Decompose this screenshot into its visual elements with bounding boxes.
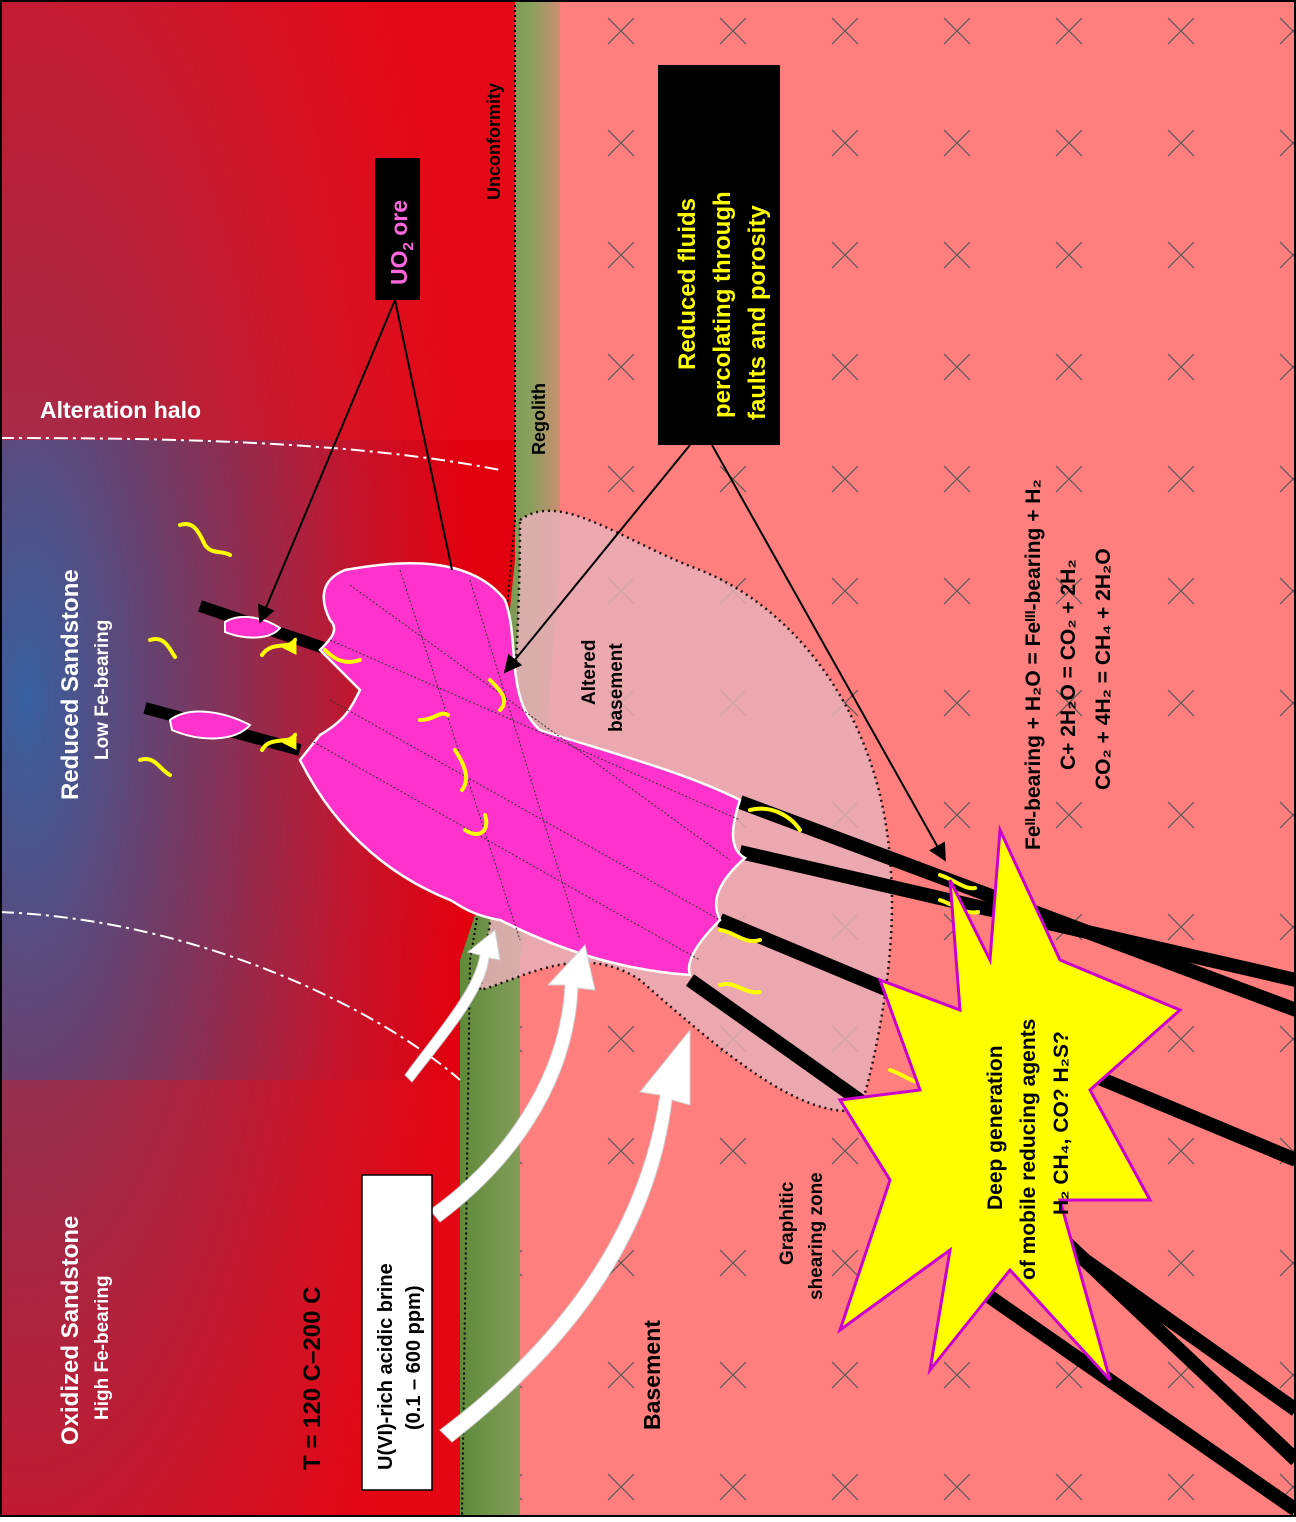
brine-label-box [361, 1174, 433, 1491]
equation-3: CO₂ + 4H₂ = CH₄ + 2H₂O [1092, 548, 1115, 790]
basement-label: Basement [639, 1320, 665, 1430]
alteration-halo-line-top [0, 437, 501, 471]
reduced-sandstone-sub: Low Fe-bearing [92, 620, 113, 760]
equation-2: C+ 2H₂O = CO₂ + 2H₂ [1057, 559, 1080, 770]
brine-arrow-1 [404, 929, 501, 1083]
ore-label: UO2 ore [386, 200, 417, 285]
brine-label-2: (0.1 – 600 ppm) [403, 1285, 425, 1430]
altered-basement-label-1: Altered [579, 640, 600, 705]
svg-text:UO2 ore: UO2 ore [386, 200, 417, 285]
yellow-fluid-squiggles [138, 522, 980, 1165]
alteration-halo-label: Alteration halo [40, 397, 201, 423]
ore-label-box [375, 158, 420, 300]
fluids-pointer-1 [503, 444, 691, 674]
unconformity-label: Unconformity [484, 83, 504, 200]
reduced-fluids-label-1: Reduced fluids [674, 198, 701, 370]
brine-arrow-2 [429, 943, 596, 1223]
graphitic-label-2: shearing zone [806, 1172, 827, 1300]
reduced-fluids-label-2: percolating through [709, 191, 736, 418]
brine-arrow-3 [439, 1028, 691, 1443]
ore-pointer-1 [257, 299, 396, 624]
ore-pod-2 [168, 710, 252, 740]
deep-generation-2: of mobile reducing agents [1017, 1019, 1040, 1280]
reduced-sandstone-title: Reduced Sandstone [57, 569, 84, 800]
reduced-fluids-box [658, 65, 780, 445]
fluids-pointer-2 [711, 444, 946, 862]
deep-generation-star [837, 824, 1183, 1382]
fault-8 [976, 1284, 1296, 1516]
temperature-label: T = 120 C–200 C [299, 1287, 326, 1470]
reduced-fluids-label-3: faults and porosity [744, 205, 771, 420]
deep-generation-3: H₂ CH₄, CO? H₂S? [1050, 1031, 1073, 1215]
pointer-arrows [257, 299, 946, 862]
brine-label-1: U(VI)-rich acidic brine [375, 1263, 397, 1470]
equation-1: Feᴵᴵ-bearing + H₂O = Feᴵᴵᴵ-bearing + H₂ [1022, 479, 1045, 850]
graphitic-label-1: Graphitic [777, 1181, 798, 1265]
rotated-labels: Oxidized Sandstone High Fe-bearing T = 1… [40, 83, 1115, 1470]
brine-flow-arrows [404, 929, 691, 1443]
regolith-label: Regolith [529, 383, 549, 455]
ore-pointer-2 [394, 299, 453, 571]
alteration-halo-line-bottom [0, 911, 461, 1081]
oxidized-sandstone-title: Oxidized Sandstone [57, 1216, 84, 1445]
altered-basement-label-2: basement [606, 643, 627, 732]
oxidized-band-top [0, 0, 520, 440]
ore-fractures [309, 569, 741, 961]
oxidized-sandstone-sub: High Fe-bearing [92, 1275, 113, 1420]
deep-generation-1: Deep generation [984, 1045, 1007, 1210]
